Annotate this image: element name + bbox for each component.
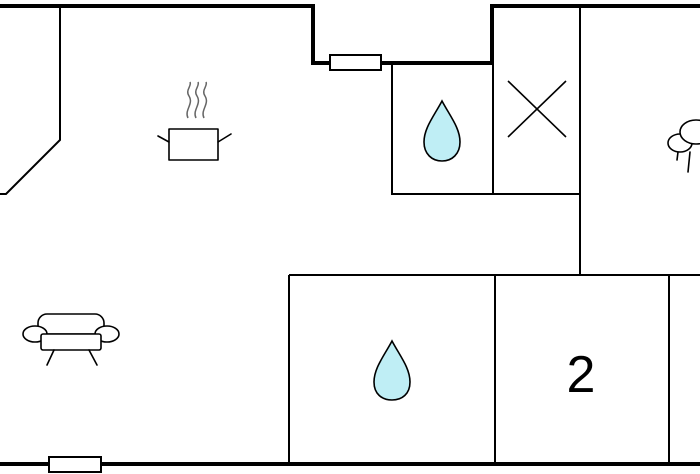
table-chair-icon [667,119,700,173]
cross-x-icon [507,80,567,138]
water-drop-icon [423,99,461,162]
exterior-walls [0,4,700,466]
interior-walls [0,6,700,464]
room-number: 2 [567,346,596,404]
window-top [329,54,382,71]
sofa-icon [22,313,120,366]
window-bottom [48,456,102,473]
cooking-pot-icon [157,81,232,161]
water-drop-icon [373,339,411,401]
